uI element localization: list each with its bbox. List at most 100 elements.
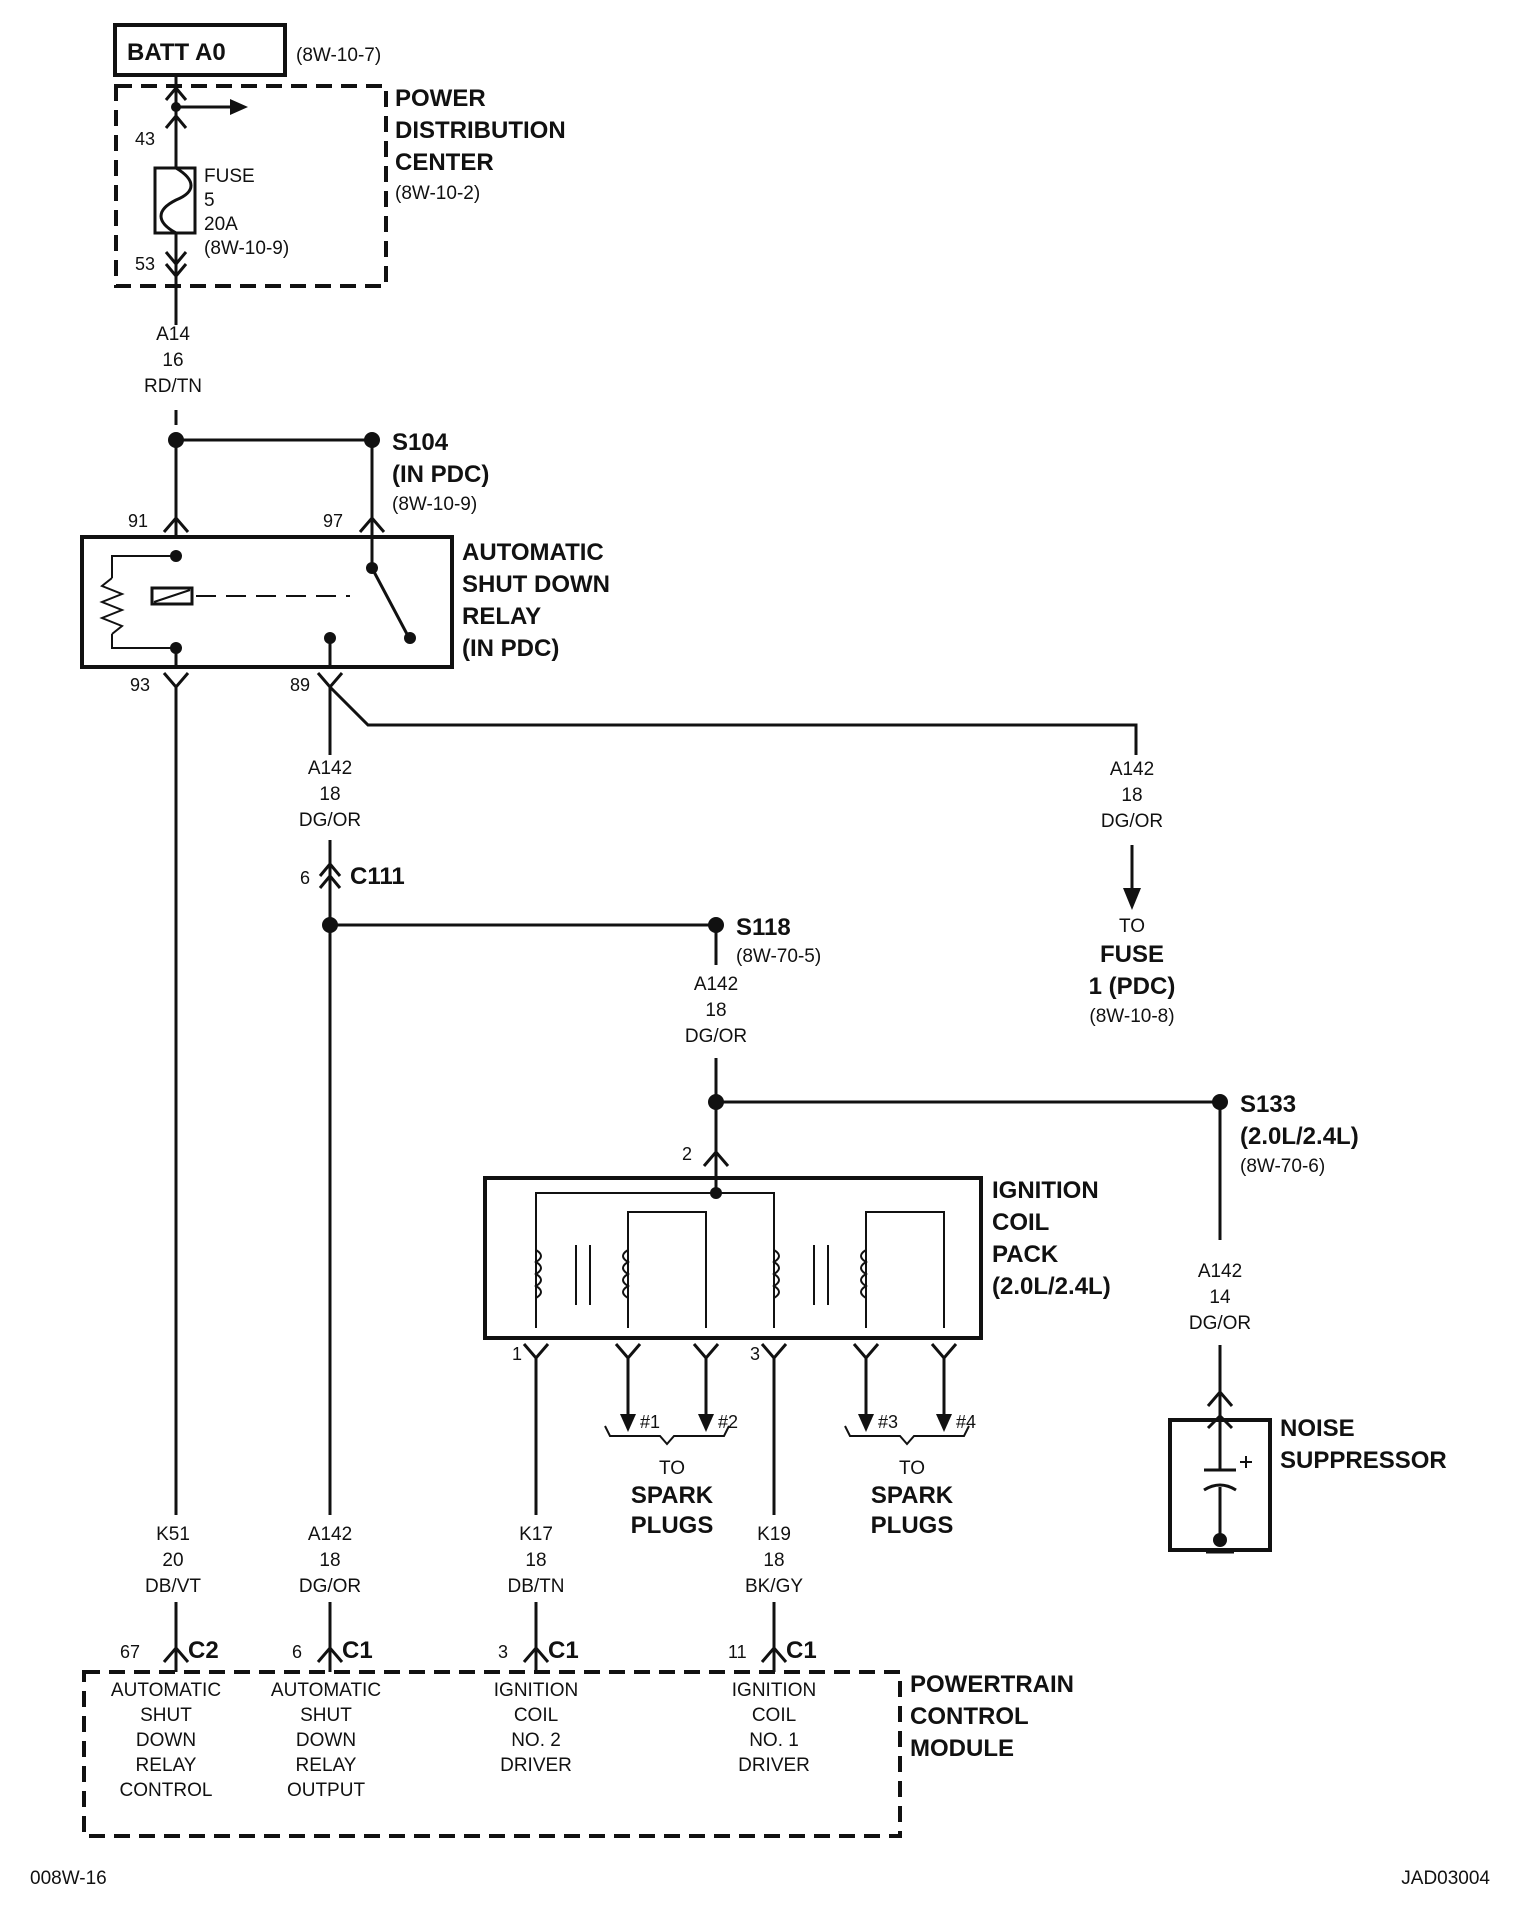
label-backing — [284, 1520, 376, 1602]
pcm-connector-chevrons — [162, 1645, 788, 1663]
pdc-name-2: DISTRIBUTION — [395, 117, 566, 144]
coil-pack-name-4: (2.0L/2.4L) — [992, 1273, 1111, 1300]
pdc-pin-53: 53 — [135, 254, 155, 274]
pcm-conn-2: C1 — [342, 1637, 373, 1664]
arrow-down-icon — [936, 1414, 952, 1432]
wire-a142-s118-gauge: 18 — [705, 1000, 726, 1021]
pdc-ref: (8W-10-2) — [395, 183, 480, 204]
pcm-in-1-line-4: RELAY — [136, 1755, 197, 1776]
connector-chevron-icon — [358, 515, 386, 533]
relay-coil-icon — [150, 586, 194, 606]
coil-secondary-2 — [865, 1211, 945, 1328]
pcm-name-1: POWERTRAIN — [910, 1671, 1074, 1698]
coil-pack-name-2: COIL — [992, 1209, 1049, 1236]
fuse-line-4: (8W-10-9) — [204, 238, 289, 259]
wire-k19-id: K19 — [757, 1524, 791, 1545]
wire-a142-fuse-color: DG/OR — [1101, 811, 1163, 832]
s104-ref: (8W-10-9) — [392, 494, 477, 515]
footer-left: 008W-16 — [30, 1868, 107, 1889]
footer-right: JAD03004 — [1401, 1868, 1490, 1889]
s118-ref: (8W-70-5) — [736, 946, 821, 967]
pcm-in-3-line-1: IGNITION — [494, 1680, 578, 1701]
pcm-in-2-line-3: DOWN — [296, 1730, 356, 1751]
relay-resistor-lead — [111, 555, 176, 578]
coil-primary-bus — [535, 1192, 775, 1328]
connector-chevron-icon — [316, 672, 344, 690]
wire-a142-relay-id: A142 — [308, 758, 352, 779]
s118-name: S118 — [736, 914, 791, 941]
pcm-name-2: CONTROL — [910, 1703, 1029, 1730]
relay-pin-93: 93 — [130, 675, 150, 695]
connector-chevron-icon — [318, 873, 342, 889]
batt-label: BATT A0 — [127, 39, 226, 66]
pcm-in-2-line-1: AUTOMATIC — [271, 1680, 381, 1701]
wire-k17-id: K17 — [519, 1524, 553, 1545]
pcm-box — [82, 1670, 902, 1838]
pcm-in-1-line-3: DOWN — [136, 1730, 196, 1751]
brace-icon — [844, 1425, 970, 1446]
pcm-conn-4: C1 — [786, 1637, 817, 1664]
pdc-pin-43: 43 — [135, 129, 155, 149]
connector-chevron-icon — [164, 85, 188, 101]
connector-chevron-icon — [162, 672, 190, 690]
relay-resistor-lead — [111, 634, 176, 649]
wire-a142-pcm-gauge: 18 — [319, 1550, 340, 1571]
label-backing — [728, 1520, 820, 1602]
pcm-in-4-line-2: COIL — [752, 1705, 796, 1726]
wire-k19-color: BK/GY — [745, 1576, 803, 1597]
fuse-line-3: 20A — [204, 214, 238, 235]
batt-ref: (8W-10-7) — [296, 45, 381, 66]
arrow-down-icon — [698, 1414, 714, 1432]
relay-pin-97: 97 — [323, 511, 343, 531]
pcm-pin-3: 3 — [498, 1642, 508, 1662]
wire-a142-s118-color: DG/OR — [685, 1026, 747, 1047]
c111-name: C111 — [350, 863, 405, 890]
asd-relay-name-2: SHUT DOWN — [462, 571, 610, 598]
pcm-in-3-line-4: DRIVER — [500, 1755, 572, 1776]
fuse1-to: TO — [1119, 916, 1145, 937]
fuse-line-2: 5 — [204, 190, 215, 211]
relay-coil-mark — [153, 589, 191, 603]
coil-output-chevrons — [522, 1343, 958, 1361]
pcm-conn-1: C2 — [188, 1637, 219, 1664]
wire-a14-id: A14 — [156, 324, 190, 345]
asd-relay-name-3: RELAY — [462, 603, 541, 630]
coil-pin-1: 1 — [512, 1344, 522, 1364]
coil-pack-name-1: IGNITION — [992, 1177, 1099, 1204]
relay-pin-91: 91 — [128, 511, 148, 531]
ground-dot — [1213, 1533, 1227, 1547]
pcm-conn-3: C1 — [548, 1637, 579, 1664]
asd-relay-name-4: (IN PDC) — [462, 635, 559, 662]
fuse1-line-1: FUSE — [1100, 941, 1164, 968]
pcm-in-4-line-3: NO. 1 — [749, 1730, 799, 1751]
coil-secondary-1 — [627, 1211, 707, 1328]
arrow-down-icon — [620, 1414, 636, 1432]
capacitor-plate — [1203, 1483, 1237, 1492]
coil-pin-3: 3 — [750, 1344, 760, 1364]
wire-a142-pcm-color: DG/OR — [299, 1576, 361, 1597]
s133-ref: (8W-70-6) — [1240, 1156, 1325, 1177]
wire-a142-s118-id: A142 — [694, 974, 738, 995]
pdc-box — [114, 84, 388, 288]
pcm-in-1-line-1: AUTOMATIC — [111, 1680, 221, 1701]
pcm-pin-4: 11 — [728, 1642, 747, 1662]
wire-a142-14-color: DG/OR — [1189, 1313, 1251, 1334]
pcm-pin-2: 6 — [292, 1642, 302, 1662]
pcm-in-4-line-1: IGNITION — [732, 1680, 816, 1701]
fuse1-ref: (8W-10-8) — [1089, 1006, 1174, 1027]
fuse-element — [159, 166, 193, 235]
wire-a14-gauge: 16 — [162, 350, 183, 371]
relay-pin-89: 89 — [290, 675, 310, 695]
noise-suppressor-name-1: NOISE — [1280, 1415, 1355, 1442]
wire-a142-relay-gauge: 18 — [319, 784, 340, 805]
s104-sub: (IN PDC) — [392, 461, 489, 488]
wire-k19-gauge: 18 — [763, 1550, 784, 1571]
s133-sub: (2.0L/2.4L) — [1240, 1123, 1359, 1150]
connector-chevron-icon — [702, 1149, 730, 1167]
pcm-in-4-line-4: DRIVER — [738, 1755, 810, 1776]
pcm-in-2-line-5: OUTPUT — [287, 1780, 366, 1801]
arrow-down-icon — [858, 1414, 874, 1432]
resistor-icon — [99, 577, 125, 635]
pcm-in-2-line-2: SHUT — [300, 1705, 352, 1726]
pcm-in-1-line-2: SHUT — [140, 1705, 192, 1726]
